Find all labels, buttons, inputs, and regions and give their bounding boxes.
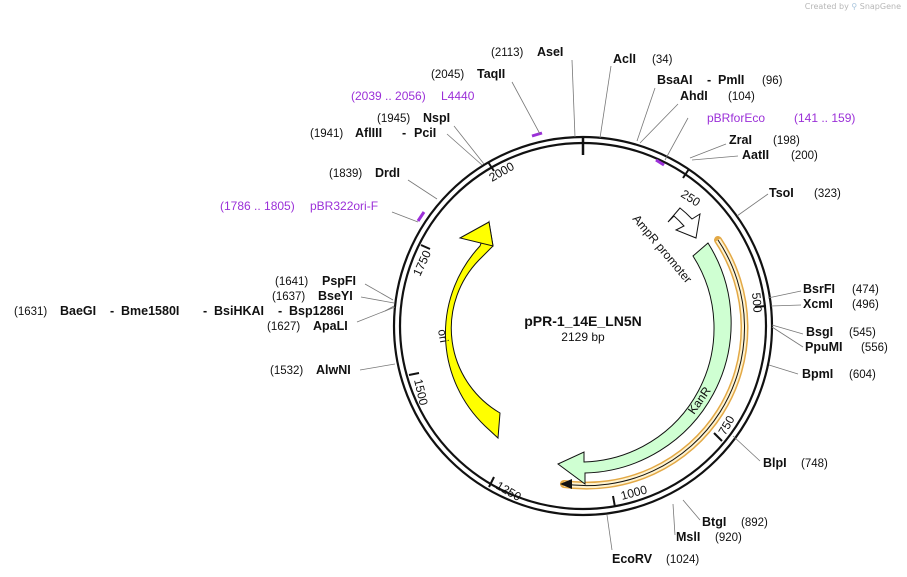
- site-ppumi-name: PpuMI: [805, 340, 843, 354]
- site-blpi-pos: (748): [801, 458, 828, 470]
- primer-pbrforeco-range: (141 .. 159): [794, 111, 855, 125]
- site-asei-name: AseI: [537, 45, 563, 59]
- ruler-tick-1000: 1000: [619, 482, 649, 503]
- ruler-tick-250: 250: [678, 187, 703, 210]
- site-bpmi-pos: (604): [849, 369, 876, 381]
- snapgene-credit: Created by ⚲ SnapGene: [805, 2, 901, 11]
- site-msli-name: MslI: [676, 530, 700, 544]
- ruler-tick-2000: 2000: [487, 159, 517, 185]
- site-baegi-name: BaeGI: [60, 304, 96, 318]
- site-ppumi-pos: (556): [861, 342, 888, 354]
- ruler-tick-1500: 1500: [411, 378, 431, 407]
- site-nspi-pos: (1945): [377, 113, 410, 125]
- site-bsgi-name: BsgI: [806, 325, 833, 339]
- site-nspi-name: NspI: [423, 111, 450, 125]
- site-afliii-name: AflIII: [355, 126, 382, 140]
- plasmid-name: pPR-1_14E_LN5N: [524, 313, 642, 329]
- site-ahdi-name: AhdI: [680, 89, 708, 103]
- site-bsihkai-name: BsiHKAI: [214, 304, 264, 318]
- site-bsaai-pos: (96): [762, 75, 783, 87]
- enzyme-labels: (2113) AseI AclI (34) (2045) TaqII BsaAI…: [14, 45, 888, 566]
- plasmid-length: 2129 bp: [561, 330, 605, 344]
- site-afliii-pos: (1941): [310, 128, 343, 140]
- site-baegi-sep3: -: [278, 304, 282, 318]
- site-btgi-pos: (892): [741, 517, 768, 529]
- site-bsaai-name: BsaAI: [657, 73, 692, 87]
- site-bpmi-name: BpmI: [802, 367, 833, 381]
- feature-kanr[interactable]: KanR: [557, 242, 732, 485]
- site-drdi-pos: (1839): [329, 168, 362, 180]
- site-pcii-name: PciI: [414, 126, 436, 140]
- site-blpi-name: BlpI: [763, 456, 787, 470]
- site-pspfi-name: PspFI: [322, 274, 356, 288]
- plasmid-backbone: [392, 135, 774, 517]
- site-bsgi-pos: (545): [849, 327, 876, 339]
- site-ahdi-pos: (104): [728, 91, 755, 103]
- site-drdi-name: DrdI: [375, 166, 400, 180]
- ruler-tick-500: 500: [749, 292, 765, 313]
- site-taqii-pos: (2045): [431, 69, 464, 81]
- ruler-tick-1750: 1750: [410, 248, 434, 278]
- site-pmli-name: PmlI: [718, 73, 744, 87]
- primer-l4440-name: L4440: [441, 89, 475, 103]
- primer-pbr322ori-f-range: (1786 .. 1805): [220, 199, 295, 213]
- snapgene-logo-icon: ⚲: [851, 2, 858, 11]
- site-afliii-sep: -: [402, 126, 406, 140]
- credit-text: Created by: [804, 2, 849, 11]
- site-acli-name: AclI: [613, 52, 636, 66]
- site-bseyi-name: BseYI: [318, 289, 353, 303]
- site-xcmi-pos: (496): [852, 299, 879, 311]
- feature-ampr-promoter[interactable]: AmpR promoter: [630, 207, 701, 286]
- feature-ori[interactable]: ori: [435, 220, 501, 440]
- site-ecorv-pos: (1024): [666, 554, 699, 566]
- site-baegi-sep2: -: [203, 304, 207, 318]
- site-xcmi-name: XcmI: [803, 297, 833, 311]
- site-bsaai-sep: -: [707, 73, 711, 87]
- site-bsrfi-name: BsrFI: [803, 282, 835, 296]
- site-apali-name: ApaLI: [313, 319, 348, 333]
- site-zrai-pos: (198): [773, 135, 800, 147]
- site-alwni-name: AlwNI: [316, 363, 351, 377]
- site-bsp1286i-name: Bsp1286I: [289, 304, 344, 318]
- primer-l4440-mark: [531, 131, 543, 138]
- feature-kanr-highlight: [560, 236, 749, 490]
- site-btgi-name: BtgI: [702, 515, 726, 529]
- credit-brand: SnapGene: [859, 2, 901, 11]
- primer-marks: [416, 131, 665, 222]
- site-bsrfi-pos: (474): [852, 284, 879, 296]
- site-zrai-name: ZraI: [729, 133, 752, 147]
- site-alwni-pos: (1532): [270, 365, 303, 377]
- site-aatii-pos: (200): [791, 150, 818, 162]
- site-pspfi-pos: (1641): [275, 276, 308, 288]
- site-msli-pos: (920): [715, 532, 742, 544]
- leader-lines: [356, 59, 804, 551]
- feature-ori-label: ori: [435, 328, 451, 344]
- primer-pbrforeco-name: pBRforEco: [707, 111, 765, 125]
- site-ecorv-name: EcoRV: [612, 552, 653, 566]
- site-baegi-sep1: -: [110, 304, 114, 318]
- primer-pbr322ori-f-name: pBR322ori-F: [310, 199, 378, 213]
- site-apali-pos: (1627): [267, 321, 300, 333]
- primer-pbrforeco-mark: [655, 158, 665, 167]
- site-tsoi-name: TsoI: [769, 186, 794, 200]
- site-baegi-pos: (1631): [14, 306, 47, 318]
- primer-l4440-range: (2039 .. 2056): [351, 89, 426, 103]
- site-bme1580i-name: Bme1580I: [121, 304, 179, 318]
- primer-pbr322ori-f-mark: [416, 211, 426, 222]
- site-taqii-name: TaqII: [477, 67, 505, 81]
- site-tsoi-pos: (323): [814, 188, 841, 200]
- site-aatii-name: AatII: [742, 148, 769, 162]
- site-acli-pos: (34): [652, 54, 673, 66]
- site-bseyi-pos: (1637): [272, 291, 305, 303]
- site-asei-pos: (2113): [491, 47, 524, 59]
